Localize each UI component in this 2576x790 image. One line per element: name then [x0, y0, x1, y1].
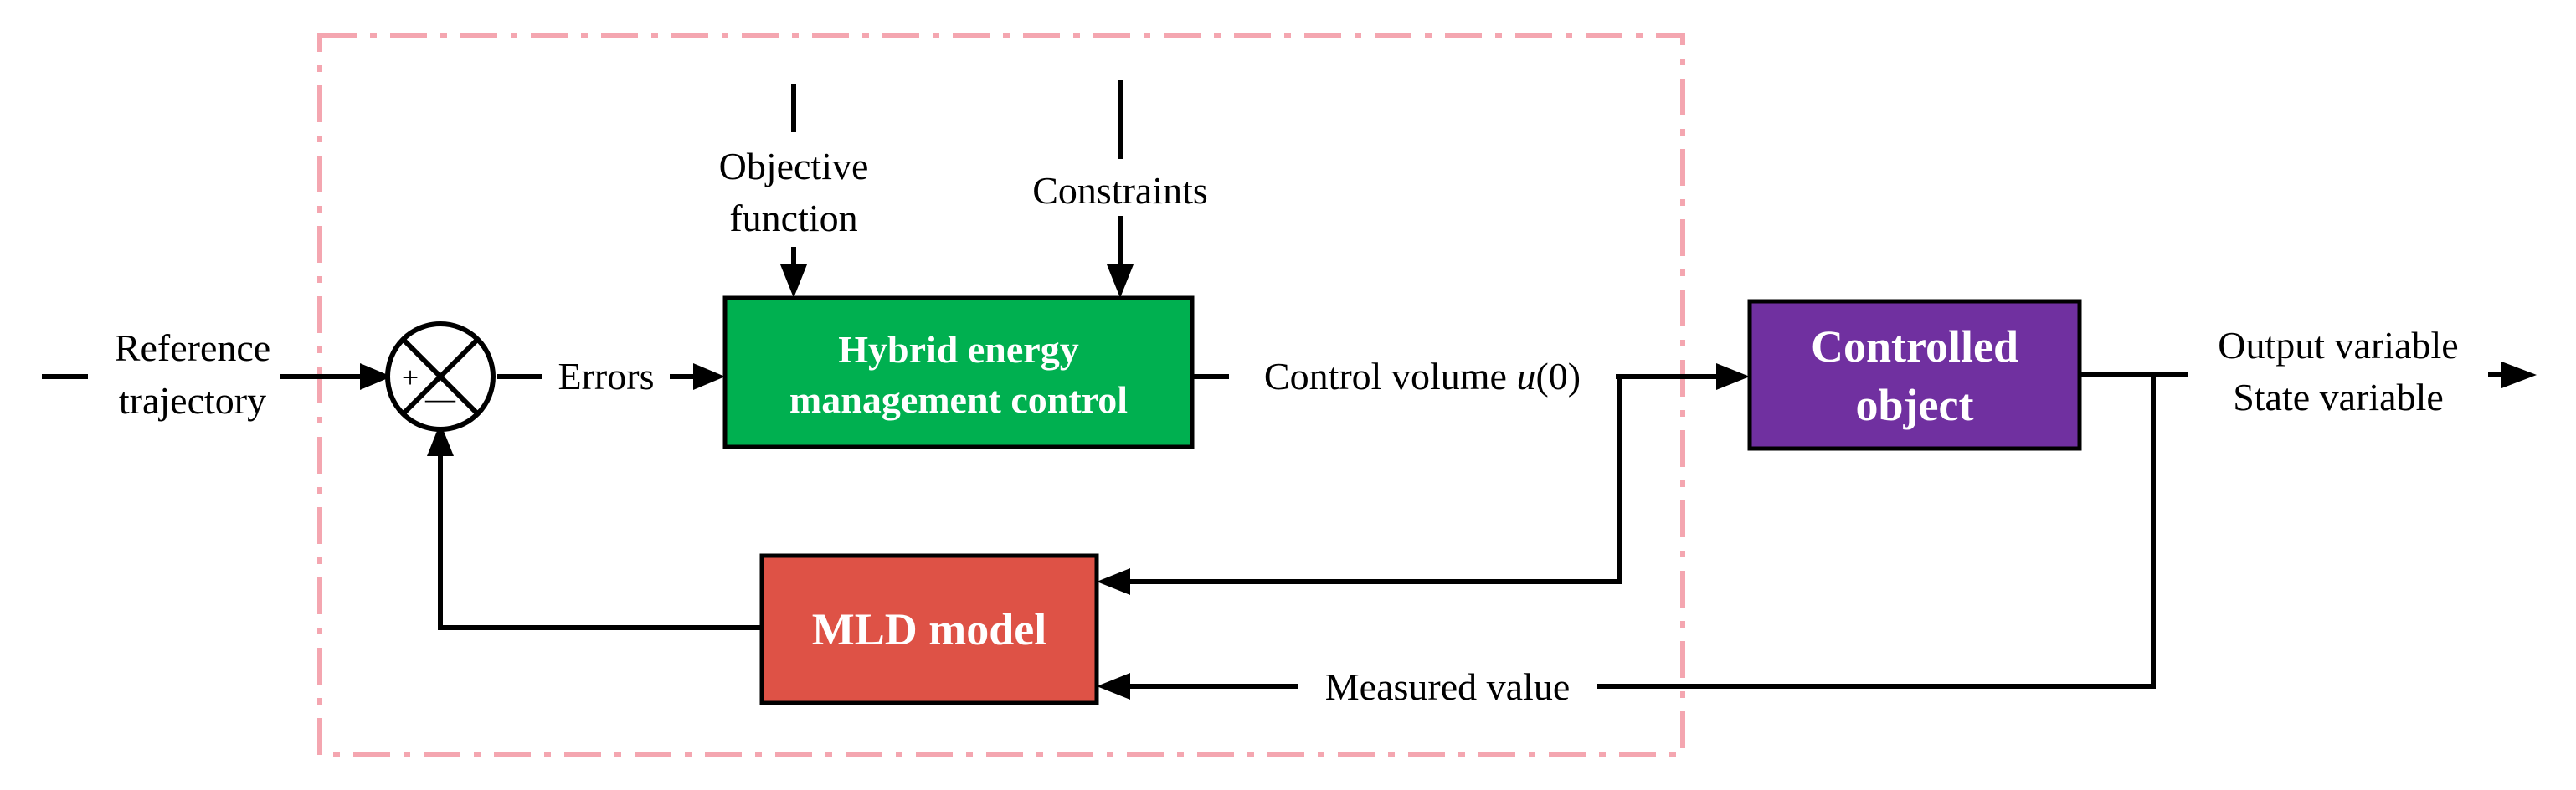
- control-volume-variable: u: [1516, 355, 1535, 398]
- control-volume-prefix: Control volume: [1264, 355, 1517, 398]
- controlled-object-block[interactable]: Controlled object: [1747, 299, 2082, 451]
- constraints-label: Constraints: [1032, 169, 1208, 212]
- hybrid-control-box: [722, 295, 1195, 449]
- measured-value-label: Measured value: [1325, 665, 1571, 708]
- reference-label-line1: Reference: [115, 326, 270, 369]
- summing-junction: + —: [385, 321, 496, 432]
- mld-upper-arrowhead: [1097, 568, 1130, 595]
- output-variable-label: Output variable: [2218, 324, 2458, 367]
- junction-plus-sign: +: [402, 361, 419, 394]
- objective-label-line2: function: [729, 197, 857, 239]
- objective-label-line1: Objective: [719, 145, 869, 187]
- junction-minus-sign: —: [424, 382, 456, 415]
- junction-cross-b: [400, 336, 481, 417]
- junction-input-arrowhead: [360, 363, 392, 390]
- control-volume-label: Control volume u(0): [1264, 355, 1581, 398]
- hybrid-control-label-line2: management control: [789, 378, 1128, 421]
- mld-to-junction-wire: [438, 456, 762, 630]
- controlled-object-label-line1: Controlled: [1811, 321, 2018, 372]
- hybrid-control-label-line1: Hybrid energy: [838, 328, 1078, 371]
- reference-label-line2: trajectory: [119, 379, 266, 422]
- control-feedback-wire: [1130, 377, 1622, 584]
- output-arrowhead: [2501, 362, 2537, 388]
- hybrid-control-block[interactable]: Hybrid energy management control: [722, 295, 1195, 449]
- constraints-arrowhead: [1107, 264, 1134, 298]
- measured-feedback-wire-a: [1597, 375, 2156, 689]
- state-variable-label: State variable: [2233, 376, 2444, 418]
- controlled-input-arrowhead: [1716, 363, 1750, 390]
- controlled-object-label-line2: object: [1856, 380, 1974, 430]
- control-volume-suffix: (0): [1535, 355, 1581, 398]
- hybrid-input-arrowhead: [693, 363, 725, 390]
- controller-boundary: [317, 33, 1685, 757]
- junction-feedback-arrowhead: [427, 423, 454, 456]
- mld-model-box: [759, 553, 1099, 705]
- mld-lower-arrowhead: [1097, 673, 1130, 700]
- errors-label: Errors: [558, 355, 655, 398]
- mld-model-label: MLD model: [812, 604, 1046, 654]
- controlled-object-box: [1747, 299, 2082, 451]
- objective-arrowhead: [780, 264, 807, 298]
- mld-model-block[interactable]: MLD model: [759, 553, 1099, 705]
